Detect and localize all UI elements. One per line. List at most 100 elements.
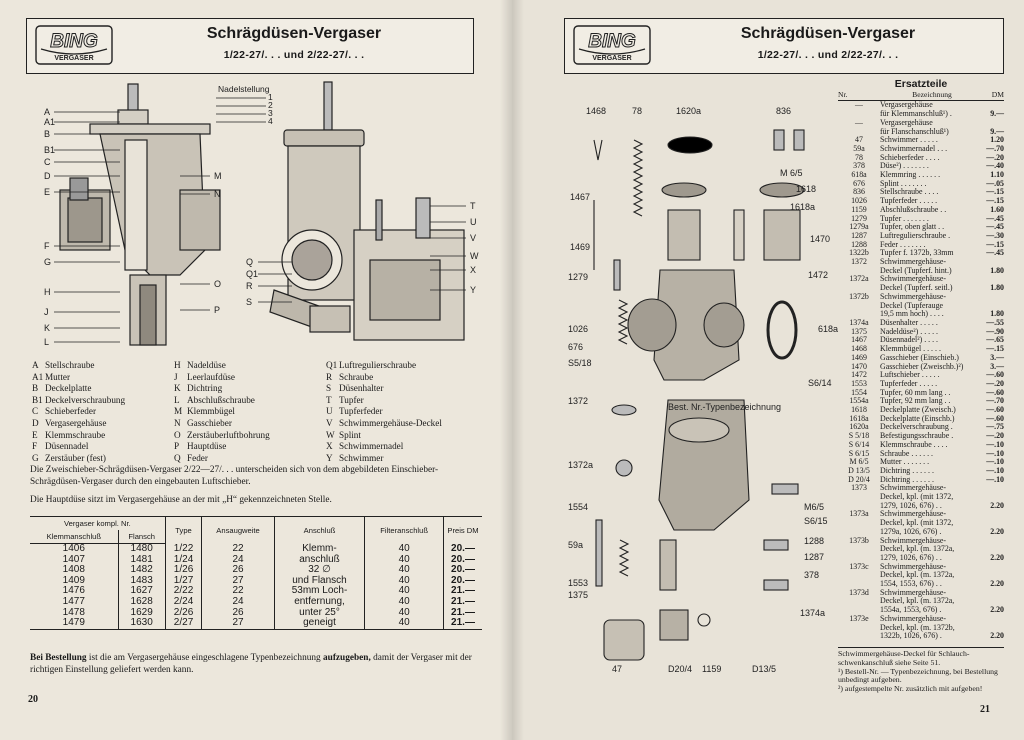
cell-ansaug: 27 — [201, 617, 275, 630]
part-label-S6-14: S6/14 — [808, 378, 832, 388]
legend-text: Dichtring — [187, 383, 223, 394]
part-description: Feder . . . . . . . — [880, 240, 926, 249]
right-header: BING VERGASER Schrägdüsen-Vergaser 1/22-… — [564, 18, 1004, 74]
part-number: — — [855, 117, 863, 127]
legend-text: Klemmschraube — [45, 429, 106, 440]
page-subtitle-right: 1/22-27/. . . und 2/22-27/. . . — [757, 49, 899, 61]
left-header: BING VERGASER Schrägdüsen-Vergaser 1/22-… — [26, 18, 474, 74]
page-title-right: Schrägdüsen-Vergaser — [740, 25, 916, 42]
part-description: Deckelplatte (Einschb.) — [880, 414, 955, 423]
carburetor-price-table: Vergaser kompl. Nr. Type Ansaugweite Ans… — [30, 516, 482, 630]
part-price: —.60 — [986, 405, 1004, 415]
legend-key: V — [326, 417, 333, 428]
parts-row: für Flanschanschluß¹)9.— — [838, 127, 1004, 137]
part-label-1467: 1467 — [570, 192, 590, 202]
legend-key: M — [174, 406, 183, 417]
part-number: 1373d — [849, 587, 869, 597]
part-number: 1374a — [849, 317, 869, 327]
diagram-label-Q: Q — [246, 257, 253, 267]
footnote-2: ¹) Bestell-Nr. — Typenbezeichnung, bei B… — [838, 666, 998, 685]
part-description: Deckel, kpl. (mit 1372, — [880, 519, 954, 528]
part-label-1374a: 1374a — [800, 608, 825, 618]
parts-row: 1554, 1553, 676) . .2.20 — [838, 579, 1004, 589]
part-price: 1.10 — [990, 170, 1004, 180]
part-description: Klemmring . . . . . . — [880, 171, 941, 180]
brand-sub: VERGASER — [54, 55, 93, 62]
part-price: —.70 — [986, 143, 1004, 153]
part-number: 1026 — [851, 196, 867, 206]
part-description: Deckel (Tupferf. seitl.) — [880, 284, 953, 293]
cell-preis: 20.— — [443, 554, 482, 566]
legend-key: F — [32, 441, 38, 452]
cell-type: 1/27 — [164, 575, 202, 587]
part-description: Dichtring . . . . . . — [880, 466, 934, 475]
part-description: Dichtring . . . . . . — [880, 475, 934, 484]
part-price: —.45 — [986, 222, 1004, 232]
part-number: 1375 — [851, 326, 867, 336]
part-price: 1.80 — [990, 283, 1004, 293]
diagram-label-A: A — [44, 107, 50, 117]
part-description: Klemmbügel . . . . . — [880, 345, 941, 354]
part-price — [982, 563, 1004, 572]
part-price: —.10 — [986, 457, 1004, 467]
part-number: 1472 — [851, 370, 867, 380]
cell-ansaug: 22 — [201, 586, 275, 597]
part-number — [838, 597, 880, 606]
legend-key: L — [174, 394, 180, 405]
part-number: 676 — [853, 178, 865, 188]
diagram-label-S: S — [246, 297, 252, 307]
part-label-D13-5: D13/5 — [752, 664, 776, 674]
part-description: Deckel (Tupferauge — [880, 301, 944, 310]
part-price: —.20 — [986, 431, 1004, 441]
cell-preis: 20.— — [443, 565, 482, 576]
part-description: 1279a, 1026, 676) . — [880, 527, 942, 536]
part-price: —.45 — [986, 213, 1004, 223]
cell-flansch: 1630 — [117, 617, 166, 630]
part-price — [982, 484, 1004, 493]
part-number: 78 — [855, 152, 863, 162]
cell-anschluss: entfernung, — [273, 596, 365, 608]
part-description: Düsenhalter . . . . . — [880, 318, 938, 327]
part-price: 2.20 — [990, 526, 1004, 536]
part-number: — — [855, 100, 863, 110]
part-number: D 20/4 — [848, 474, 870, 484]
order-note-bold-2: aufzugeben, — [323, 653, 371, 663]
part-description: Deckel, kpl. (m. 1372a, — [880, 597, 955, 606]
cell-anschluss: und Flansch — [273, 575, 365, 587]
part-number: 1554 — [851, 387, 867, 397]
cell-anschluss: anschluß — [273, 554, 365, 566]
legend-key: J — [174, 371, 178, 382]
part-description: Schieberfeder . . . . — [880, 153, 940, 162]
cell-flansch: 1627 — [117, 586, 166, 597]
part-label-59a: 59a — [568, 540, 583, 550]
order-note-mid: ist die am Vergasergehäuse eingeschlagen… — [86, 653, 323, 663]
parts-row: —Vergasergehäuse — [838, 117, 1004, 128]
part-number — [838, 624, 880, 633]
nadel-position-2: 2 — [268, 100, 273, 110]
cell-anschluss: Klemm- — [273, 543, 365, 555]
legend-text: Düsenhalter — [339, 383, 384, 394]
legend-key: D — [32, 417, 39, 428]
part-label-1288: 1288 — [804, 536, 824, 546]
parts-row: 1322b, 1026, 676) .2.20 — [838, 632, 1004, 641]
part-price: —.60 — [986, 413, 1004, 423]
part-description: Befestigungsschraube . — [880, 432, 954, 441]
